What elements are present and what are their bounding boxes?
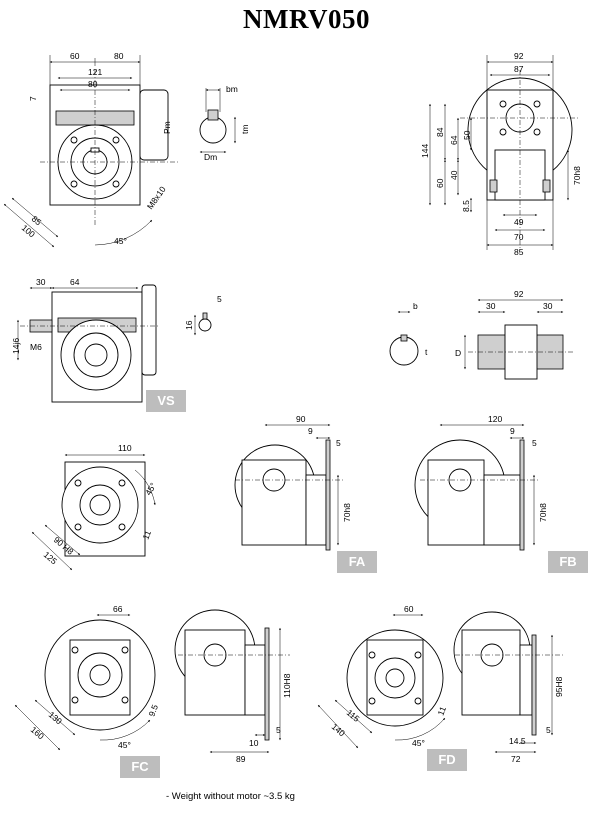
bolt-hole: [70, 180, 78, 188]
fit-14j6: 14j6: [11, 338, 21, 354]
dim-50: 50: [462, 130, 472, 140]
dim-70: 70: [514, 232, 524, 242]
dim-bm: bm: [226, 84, 238, 94]
badge-fc: FC: [120, 756, 160, 778]
dim-120: 120: [488, 414, 502, 424]
fa-front-view: 110 45° 90 H8 125 11: [31, 443, 158, 571]
main-front-view: 60 80 121 80 7 Pm 85 100 M8x10 45°: [3, 51, 180, 248]
angle-45-fd: 45°: [412, 738, 425, 748]
dim-10: 10: [249, 738, 259, 748]
dim-9-fa: 9: [308, 426, 313, 436]
dim-89: 89: [236, 754, 246, 764]
dim-85-side: 85: [514, 247, 524, 257]
dim-60: 60: [70, 51, 80, 61]
dim-30-left: 30: [486, 301, 496, 311]
fit-95h8: 95H8: [554, 676, 564, 697]
fc-side-view: 110H8 10 5 89: [174, 609, 292, 764]
dim-40: 40: [449, 170, 459, 180]
dim-dm: Dm: [204, 152, 217, 162]
dim-90-fa: 90: [296, 414, 306, 424]
angle-45: 45°: [114, 236, 127, 246]
weight-note: - Weight without motor ~3.5 kg: [166, 791, 295, 802]
dim-9-fb: 9: [510, 426, 515, 436]
dim-8-5: 8.5: [461, 200, 471, 212]
dim-125: 125: [42, 549, 60, 566]
badge-vs: VS: [146, 390, 186, 412]
fit-110h8: 110H8: [282, 673, 292, 698]
dim-t: t: [425, 347, 428, 357]
dim-72: 72: [511, 754, 521, 764]
fd-front-view: 60 115 140 11 45°: [317, 604, 449, 749]
vs-view: 30 64 14j6 M6 16 5: [11, 277, 222, 403]
dim-5-fc: 5: [276, 725, 281, 735]
fit-70h8-fa: 70h8: [342, 503, 352, 522]
dim-30-right: 30: [543, 301, 553, 311]
main-side-view: 92 87 144 84 64 50 60 40 8.5 49 70 85 70…: [420, 51, 582, 257]
dim-7: 7: [28, 96, 38, 101]
dim-92-hollow: 92: [514, 289, 524, 299]
shaft-key-detail: bm tm Dm: [199, 84, 250, 162]
dim-5-fa: 5: [336, 438, 341, 448]
fb-side-view: 120 9 5 70h8: [414, 414, 548, 551]
dim-16: 16: [184, 320, 194, 330]
badge-fa: FA: [337, 551, 377, 573]
dim-d: D: [455, 348, 461, 358]
dim-tm: tm: [240, 125, 250, 134]
dim-30: 30: [36, 277, 46, 287]
dim-49: 49: [514, 217, 524, 227]
dim-60-side: 60: [435, 178, 445, 188]
dim-b: b: [413, 301, 418, 311]
dim-84: 84: [435, 127, 445, 137]
badge-fb: FB: [548, 551, 588, 573]
dim-144: 144: [420, 144, 430, 158]
dim-5-vs: 5: [217, 294, 222, 304]
dim-66: 66: [113, 604, 123, 614]
hollow-shaft-views: b t D 92 30 30: [389, 289, 575, 380]
bolt-hole: [112, 180, 120, 188]
dim-92: 92: [514, 51, 524, 61]
thread-m6: M6: [30, 342, 42, 352]
fit-70h8-fb: 70h8: [538, 503, 548, 522]
fa-side-view: 90 9 5 70h8: [234, 414, 352, 551]
dim-11-fd: 11: [436, 705, 449, 717]
dim-110: 110: [118, 443, 132, 453]
bolt-hole: [70, 136, 78, 144]
bolt-hole: [112, 136, 120, 144]
dim-140: 140: [330, 721, 348, 738]
dim-5-fd: 5: [546, 725, 551, 735]
dim-80: 80: [114, 51, 124, 61]
fc-front-view: 66 130 160 9.5 45°: [14, 604, 161, 751]
dim-9-5: 9.5: [147, 703, 161, 718]
dim-64: 64: [449, 135, 459, 145]
dim-m8: M8x10: [145, 184, 168, 211]
dim-64-vs: 64: [70, 277, 80, 287]
angle-45-fc: 45°: [118, 740, 131, 750]
dim-14-5: 14.5: [509, 736, 526, 746]
dim-5-fb: 5: [532, 438, 537, 448]
page-title: NMRV050: [242, 4, 371, 34]
dim-pm: Pm: [162, 121, 172, 134]
motor-flange: [139, 89, 169, 161]
dim-60-fd: 60: [404, 604, 414, 614]
dim-121: 121: [88, 67, 102, 77]
dim-80-inner: 80: [88, 79, 98, 89]
dim-85: 85: [30, 214, 44, 228]
fd-side-view: 95H8 5 14.5 72: [453, 611, 565, 764]
dim-11: 11: [141, 529, 154, 541]
dim-160: 160: [29, 724, 47, 741]
dim-87: 87: [514, 64, 524, 74]
fit-70h8: 70h8: [572, 166, 582, 185]
badge-fd: FD: [427, 749, 467, 771]
